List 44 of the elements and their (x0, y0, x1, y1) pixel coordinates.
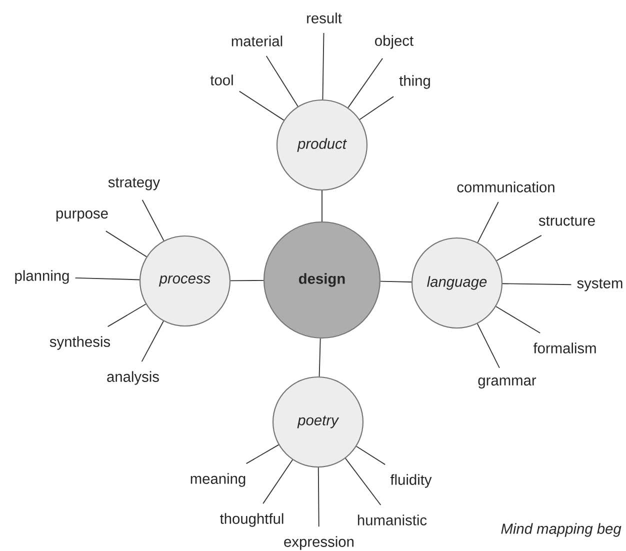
branch-word: object (375, 35, 414, 49)
connector-line (344, 458, 382, 506)
connector-line (107, 304, 146, 328)
branch-word: analysis (107, 371, 159, 385)
connector-line (380, 280, 412, 282)
connector-line (496, 306, 541, 334)
branch-word: result (307, 12, 342, 24)
connector-line (476, 323, 500, 368)
connector-line (246, 444, 280, 464)
connector-line (105, 230, 147, 258)
connector-line (238, 90, 284, 121)
connector-line (322, 32, 324, 100)
branch-word: meaning (190, 473, 246, 487)
connector-line (359, 96, 394, 120)
connector-line (262, 459, 294, 504)
connector-line (74, 277, 140, 280)
branch-word: humanistic (358, 514, 427, 526)
connector-line (477, 202, 499, 243)
caption-text: Mind mapping beg (501, 523, 622, 537)
branch-word: fluidity (390, 474, 432, 488)
branch-word: synthesis (50, 336, 110, 350)
branch-word: grammar (478, 378, 536, 388)
branch-word: planning (15, 270, 69, 284)
branch-word: thing (399, 75, 430, 89)
connector-line (318, 338, 321, 377)
branch-word: thoughtful (220, 513, 284, 527)
branch-word: communication (457, 182, 554, 192)
connector-line (266, 56, 298, 107)
connector-line (348, 58, 383, 108)
connector-line (142, 199, 164, 242)
branch-word: tool (210, 74, 233, 86)
branch-word: system (577, 278, 622, 292)
connector-line (141, 320, 164, 362)
connector-line (496, 234, 542, 262)
branch-word: strategy (108, 178, 160, 190)
connector-line (502, 283, 572, 286)
branch-word: purpose (56, 210, 108, 222)
connector-line (318, 467, 320, 528)
branch-word: material (232, 36, 282, 46)
branch-word: formalism (533, 342, 596, 354)
branch-word: structure (538, 216, 595, 226)
connector-line (230, 280, 264, 282)
branch-word: expression (284, 536, 354, 550)
connector-line (356, 446, 386, 466)
